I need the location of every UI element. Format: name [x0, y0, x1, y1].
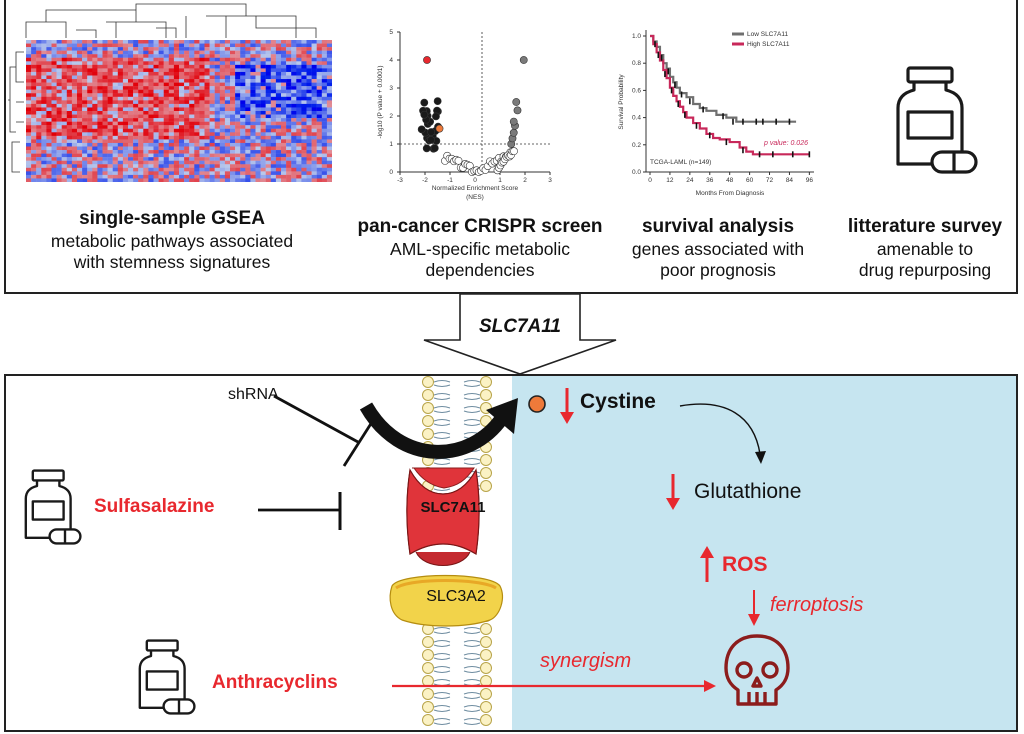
- transporter-graphic: [359, 398, 518, 627]
- volcano-point: [454, 156, 463, 165]
- anthracyclins-pill-icon: [138, 639, 196, 715]
- survival-xtick: 24: [686, 177, 694, 184]
- volcano-xtick: 3: [548, 177, 552, 184]
- sulfasalazine-pill-icon: [24, 469, 82, 545]
- volcano-point: [513, 106, 522, 115]
- survival-ylabel: Survival Probability: [618, 74, 625, 130]
- survival-ytick: 0.4: [632, 115, 641, 122]
- sulfasalazine-label: Sulfasalazine: [94, 496, 215, 517]
- survival-xtick: 0: [648, 177, 652, 184]
- heatmap-dendrogram-left: [8, 51, 24, 173]
- survival-ytick: 0.8: [632, 60, 641, 67]
- survival-xtick: 72: [766, 177, 774, 184]
- volcano-xtick: -1: [447, 177, 453, 184]
- slc7a11-label: SLC7A11: [420, 499, 486, 516]
- volcano-point: [417, 125, 426, 134]
- survival-xtick: 60: [746, 177, 754, 184]
- glutathione-down-arrow-icon: [666, 474, 680, 510]
- volcano-ytick: 4: [389, 57, 393, 64]
- volcano-ytick: 0: [389, 169, 393, 176]
- caption-gsea: single-sample GSEA metabolic pathways as…: [50, 208, 294, 272]
- caption-survival: survival analysis genes associated with …: [631, 216, 805, 280]
- volcano-point: [420, 98, 429, 107]
- volcano-ytick: 3: [389, 85, 393, 92]
- volcano-xlabel: Normalized Enrichment Score: [432, 185, 519, 192]
- ferroptosis-label: ferroptosis: [770, 594, 864, 616]
- cystine-down-arrow-icon: [560, 388, 574, 424]
- volcano-point: [420, 110, 429, 119]
- volcano-point: [432, 112, 440, 121]
- volcano-xtick: -2: [422, 177, 428, 184]
- survival-ytick: 1.0: [632, 33, 641, 40]
- synergism-arrow: [392, 680, 716, 692]
- volcano-point: [427, 128, 436, 136]
- cystine-molecule-icon: [528, 395, 546, 413]
- volcano-xtick: -3: [397, 177, 403, 184]
- shrna-label: shRNA: [228, 386, 279, 403]
- volcano-point: [433, 97, 442, 105]
- volcano-point: [430, 144, 439, 153]
- volcano-point: [510, 147, 518, 156]
- survival-ytick: 0.0: [632, 169, 641, 176]
- gene-label: SLC7A11: [478, 316, 561, 337]
- survival-xtick: 96: [806, 177, 814, 184]
- volcano-plot: 0 1 2 3 4 5 -3 -2 -1 0 1 2 3 -log10 (P value + 0.00…: [377, 29, 552, 201]
- survival-xtick: 48: [726, 177, 734, 184]
- gsea-heatmap: [8, 3, 332, 182]
- volcano-point: [435, 124, 444, 133]
- cystine-label: Cystine: [580, 390, 656, 413]
- funnel-arrow: [423, 294, 617, 375]
- volcano-point: [427, 136, 435, 144]
- volcano-xlabel-2: (NES): [466, 194, 484, 201]
- volcano-ylabel: -log10 (P value + 0.0001): [377, 65, 384, 138]
- skull-icon: [724, 634, 790, 706]
- ros-up-arrow-icon: [700, 546, 714, 582]
- cystine-to-glutathione-arrow: [679, 403, 766, 464]
- transport-arrow: [359, 402, 508, 459]
- survival-ytick: 0.2: [632, 142, 641, 149]
- ros-label: ROS: [722, 553, 768, 576]
- volcano-point: [422, 144, 431, 153]
- caption-crispr: pan-cancer CRISPR screen AML-specific me…: [357, 216, 603, 280]
- caption-literature: litterature survey amenable to drug repu…: [847, 216, 1003, 280]
- volcano-point: [519, 56, 528, 64]
- synergism-label: synergism: [540, 650, 632, 672]
- volcano-ytick: 5: [389, 29, 393, 36]
- top-panel: [4, 0, 1018, 294]
- survival-xtick: 84: [786, 177, 794, 184]
- survival-cohort: TCGA-LAML (n=149): [650, 159, 711, 166]
- legend-high: High SLC7A11: [747, 41, 790, 48]
- volcano-xtick: 1: [498, 177, 502, 184]
- survival-xtick: 12: [666, 177, 674, 184]
- sulfasalazine-inhibition: [258, 492, 342, 530]
- legend-low: Low SLC7A11: [747, 31, 788, 38]
- survival-xlabel: Months From Diagnosis: [696, 190, 765, 197]
- volcano-point: [512, 98, 521, 106]
- survival-curve-high: [650, 34, 810, 156]
- glutathione-label: Glutathione: [694, 480, 802, 503]
- volcano-point: [423, 56, 431, 64]
- survival-xtick: 36: [706, 177, 714, 184]
- survival-pvalue: p value: 0.026: [763, 140, 808, 147]
- shrna-inhibition: [273, 394, 374, 467]
- survival-plot: 0.0 0.2 0.4 0.6 0.8 1.0 0 12 24 36 48 60 72 84 96 Sur…: [618, 30, 814, 197]
- slc3a2-heavy-chain: [389, 574, 503, 627]
- anthracyclins-label: Anthracyclins: [212, 672, 338, 693]
- volcano-point: [509, 128, 518, 137]
- heatmap-dendrogram-top: [25, 3, 317, 38]
- pill-bottle-icon: [896, 66, 978, 174]
- survival-ytick: 0.6: [632, 87, 641, 94]
- volcano-xtick: 2: [523, 177, 527, 184]
- volcano-ytick: 1: [389, 141, 393, 148]
- slc3a2-label: SLC3A2: [426, 588, 486, 605]
- volcano-ytick: 2: [389, 113, 393, 120]
- volcano-xtick: 0: [473, 177, 477, 184]
- ros-to-ferroptosis-arrow: [748, 590, 760, 626]
- volcano-point: [509, 117, 518, 126]
- survival-curve-low: [650, 34, 797, 123]
